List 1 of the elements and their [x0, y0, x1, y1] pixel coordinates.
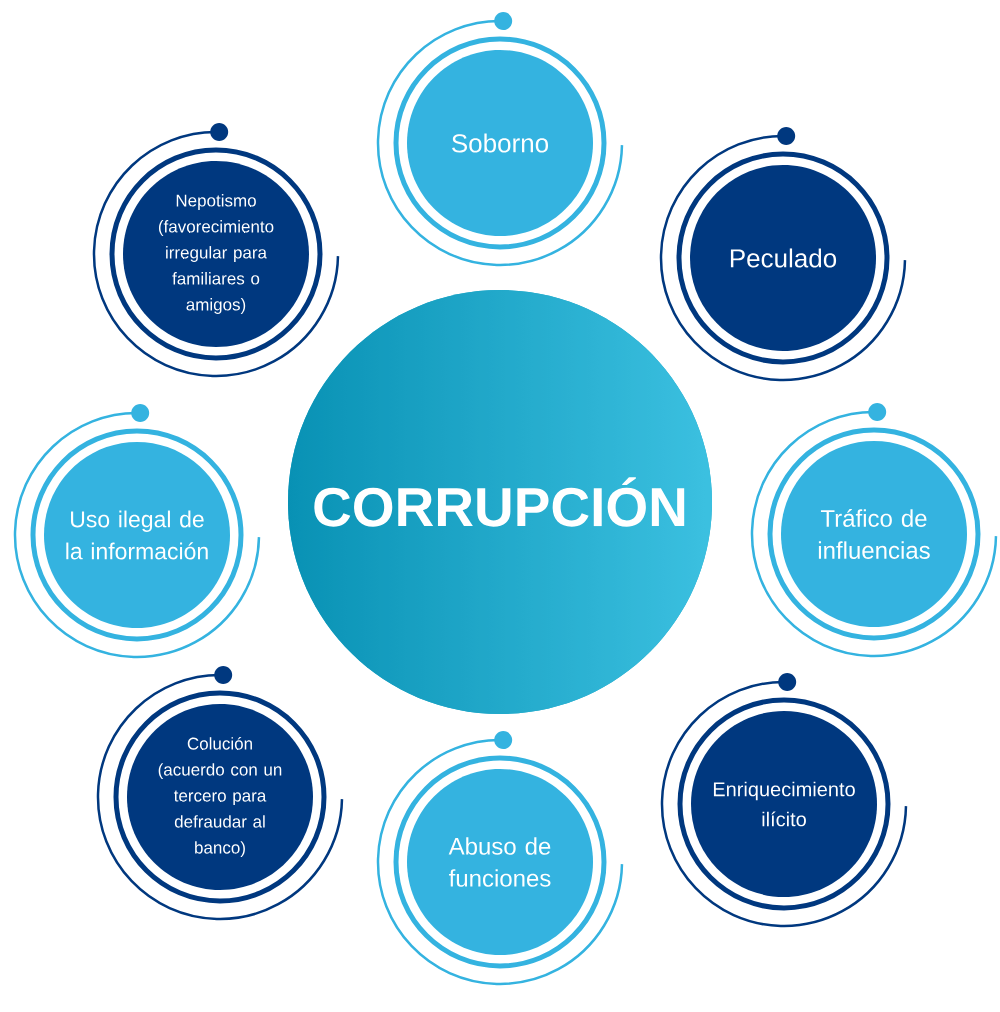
title-text: CORRUPCIÓN: [314, 477, 685, 527]
